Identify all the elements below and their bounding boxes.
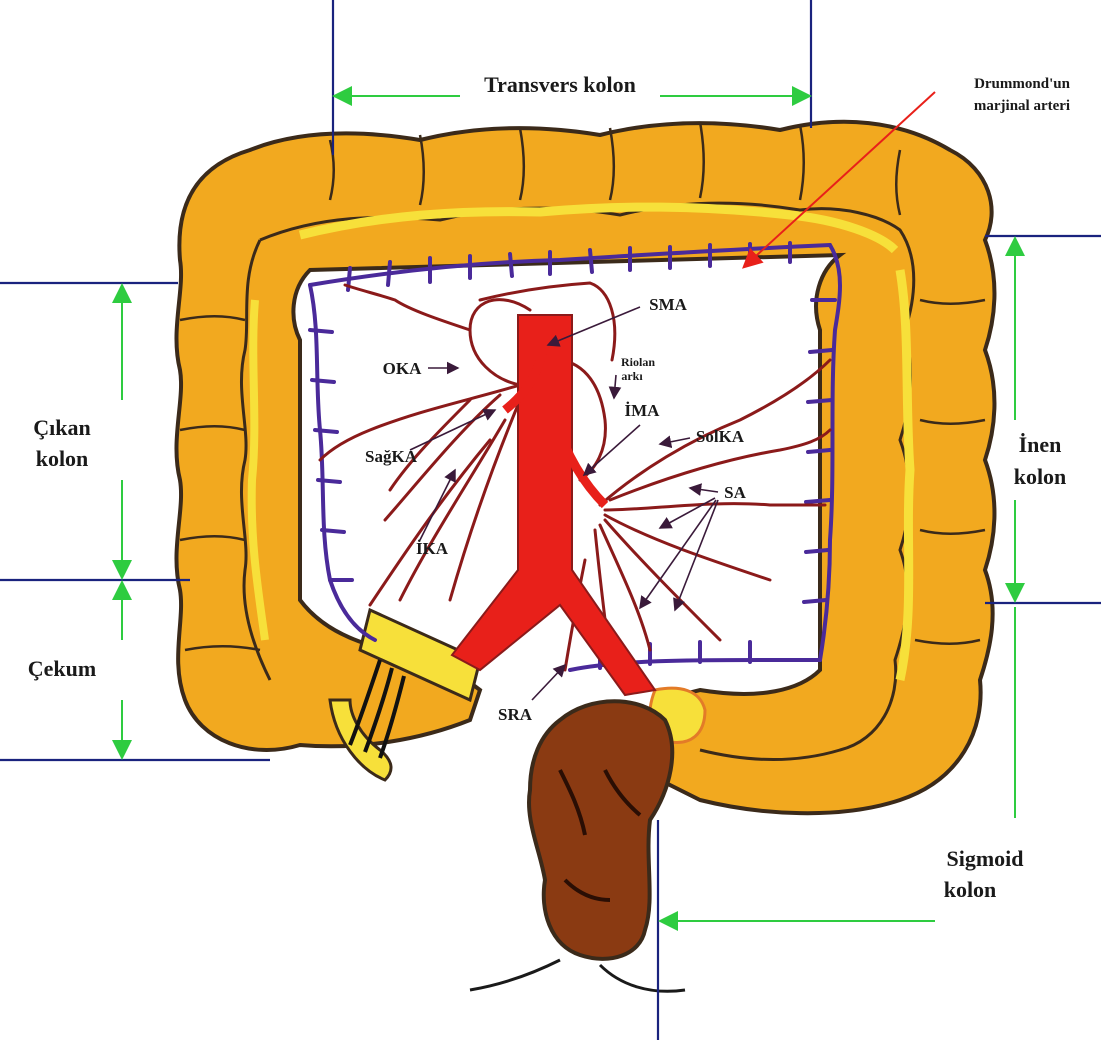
label-sagka: SağKA <box>365 447 418 466</box>
label-sma: SMA <box>649 295 688 314</box>
label-descending-colon-line1: İnen <box>1019 432 1062 457</box>
label-marginal-artery-line1: Drummond'un <box>974 76 1071 92</box>
label-ascending-colon-line2: kolon <box>36 446 89 471</box>
label-riolan-line1: Riolan <box>621 355 655 369</box>
label-ascending-colon-line1: Çıkan <box>33 415 90 440</box>
label-cecum: Çekum <box>28 656 96 681</box>
label-sigmoid-colon-line1: Sigmoid <box>946 846 1023 871</box>
rectum-body <box>529 701 672 959</box>
label-transverse-colon: Transvers kolon <box>484 72 636 97</box>
label-ima: İMA <box>625 401 661 420</box>
label-oka: OKA <box>383 359 422 378</box>
label-sigmoid-colon-line2: kolon <box>944 877 997 902</box>
anal-canal-hairs <box>470 960 685 991</box>
label-descending-colon-line2: kolon <box>1014 464 1067 489</box>
label-sra: SRA <box>498 705 533 724</box>
label-solka: SolKA <box>696 427 745 446</box>
label-riolan-line2: arkı <box>621 369 643 383</box>
rectum <box>470 688 705 991</box>
label-ika: İKA <box>416 539 449 558</box>
label-sa: SA <box>724 483 746 502</box>
label-marginal-artery-line2: marjinal arteri <box>974 98 1070 114</box>
